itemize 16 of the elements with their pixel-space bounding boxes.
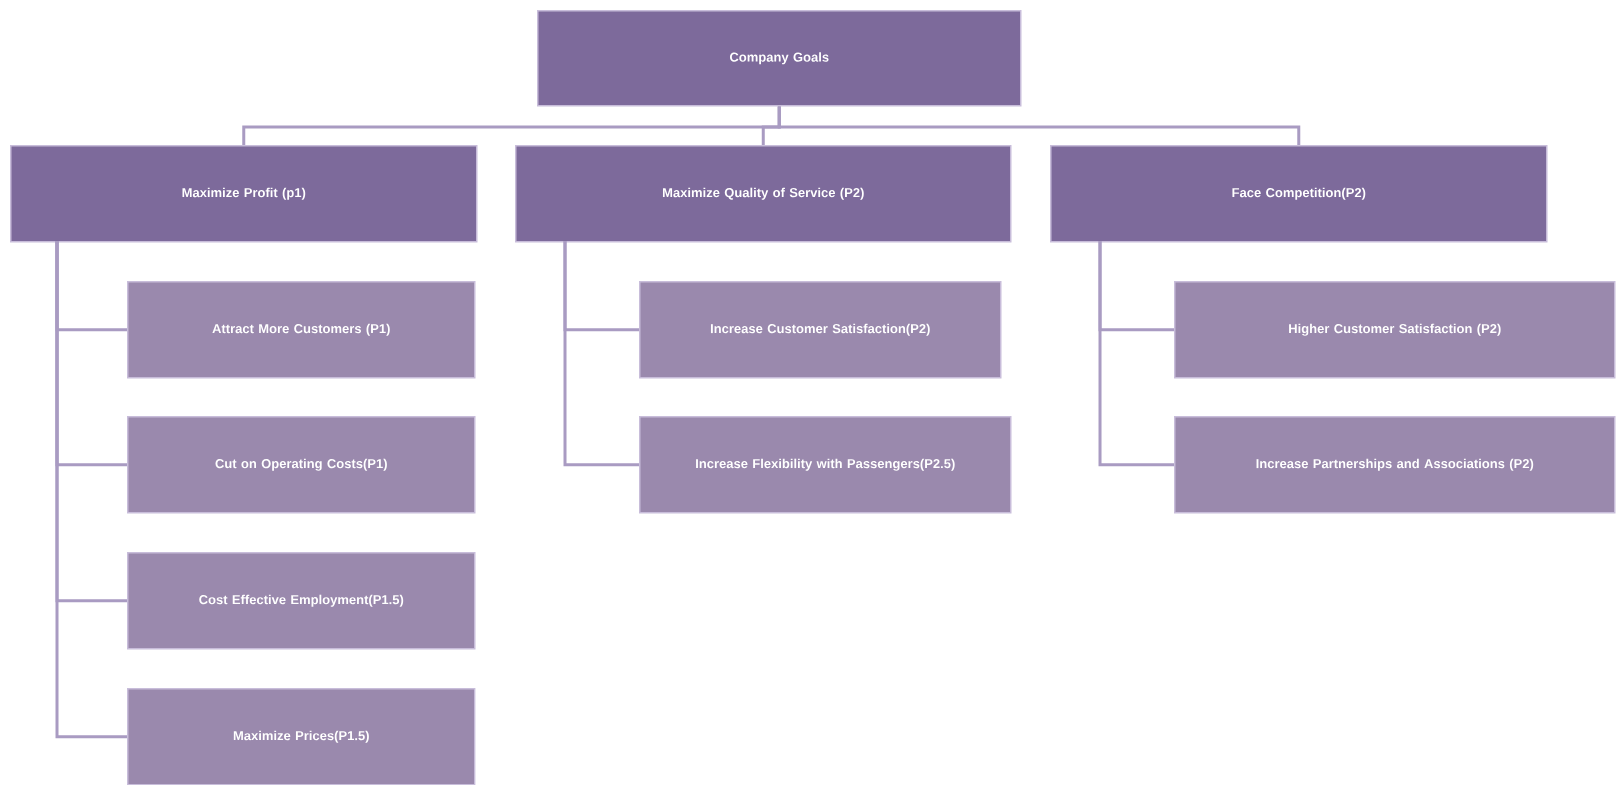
goal-box: Increase Partnerships and Associations (P2) [1174,416,1616,514]
goal-box: Maximize Quality of Service (P2) [515,145,1012,243]
goal-box: Increase Customer Satisfaction(P2) [639,281,1002,379]
goal-box: Maximize Prices(P1.5) [127,688,476,785]
goal-box: Higher Customer Satisfaction (P2) [1174,281,1616,379]
goal-box: Maximize Profit (p1) [10,145,478,243]
connector-line [777,106,1301,145]
goal-box: Company Goals [537,10,1022,107]
goal-box: Face Competition(P2) [1050,145,1548,243]
goal-box: Attract More Customers (P1) [127,281,476,379]
connector-line [55,241,127,739]
goal-box: Increase Flexibility with Passengers(P2.5) [639,416,1012,514]
goal-box: Cost Effective Employment(P1.5) [127,552,476,650]
connector-line [1098,241,1174,467]
connector-line [563,241,639,467]
goal-box: Cut on Operating Costs(P1) [127,416,476,514]
